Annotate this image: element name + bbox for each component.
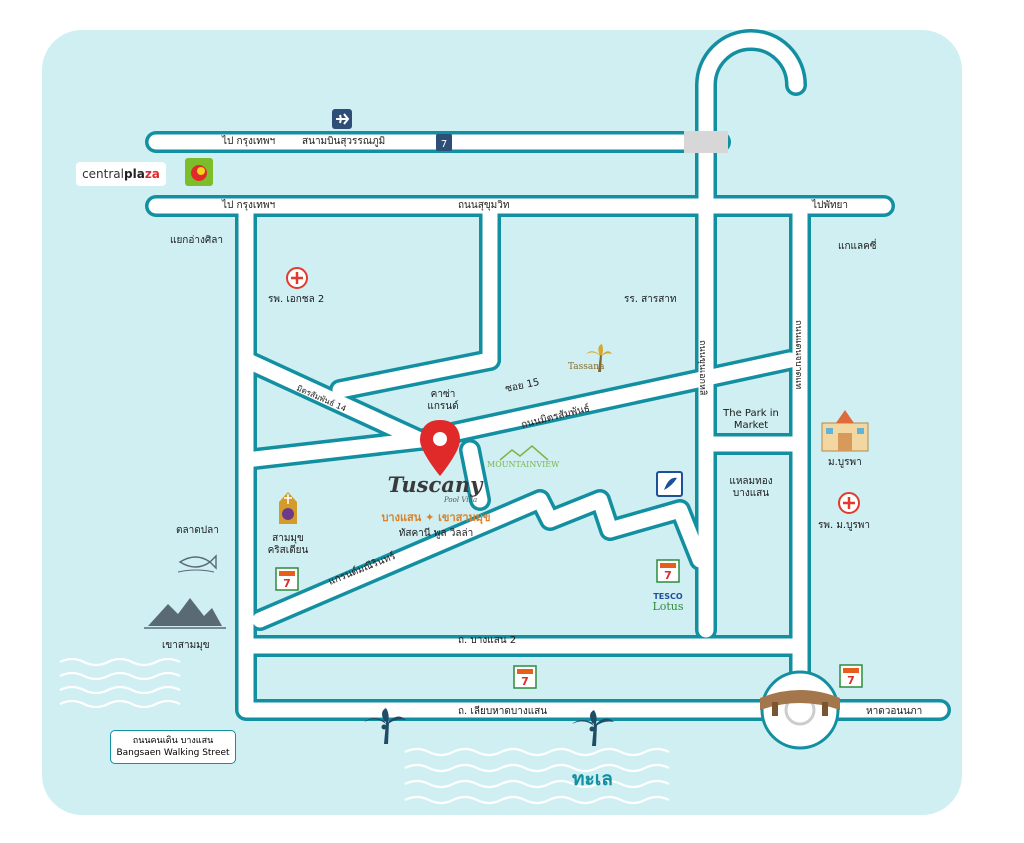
project-line1: บางแสน ✦ เขาสามมุข bbox=[381, 511, 491, 524]
svg-text:7: 7 bbox=[664, 569, 672, 582]
place-school-sarasas: รร. สารสาท bbox=[624, 294, 677, 305]
place-laemthong: แหลมทอง บางแสน bbox=[716, 476, 786, 500]
project-title: Tuscany bbox=[387, 472, 483, 497]
seven-eleven-icon: 7 bbox=[656, 559, 680, 583]
road-label-vertical-1: ถนนขุนเอกหสิ bbox=[697, 340, 708, 396]
seven-eleven-icon: 7 bbox=[275, 567, 299, 591]
central-plaza-text-3: za bbox=[144, 167, 160, 181]
sea-label: ทะเล bbox=[572, 768, 613, 790]
park-market-line1: The Park in bbox=[723, 408, 779, 419]
svg-text:7: 7 bbox=[441, 139, 447, 150]
project-subtitle: Pool Villa bbox=[444, 496, 478, 504]
place-fish-market: ตลาดปลา bbox=[176, 525, 219, 536]
road-label-to-bangkok-mid: ไป กรุงเทพฯ bbox=[222, 200, 276, 211]
road-label-to-pattaya: ไปพัทยา bbox=[812, 200, 849, 211]
place-lotus: Lotus bbox=[652, 600, 684, 613]
mountain-icon bbox=[144, 598, 226, 629]
walking-street-box: ถนนคนเดิน บางแสน Bangsaen Walking Street bbox=[110, 730, 236, 765]
airplane-icon bbox=[332, 109, 352, 129]
sammuk-christian-line2: คริสเตียน bbox=[267, 545, 309, 556]
svg-text:7: 7 bbox=[847, 674, 855, 687]
place-angsila-intersection: แยกอ่างศิลา bbox=[170, 235, 223, 246]
svg-text:7: 7 bbox=[283, 577, 291, 590]
central-plaza-text-2: pla bbox=[124, 167, 145, 181]
bridge-icon bbox=[760, 690, 840, 716]
tassana-logo bbox=[586, 344, 612, 372]
place-galaxy: แกแลคซี่ bbox=[838, 241, 877, 252]
project-name: Tuscany bbox=[380, 472, 490, 497]
place-tassana: Tassana bbox=[568, 362, 605, 372]
road-label-wonnapa: หาดวอนนภา bbox=[866, 706, 923, 717]
casa-grande-line1: คาซ่า bbox=[430, 389, 456, 400]
place-burapha-hospital: รพ. ม.บูรพา bbox=[818, 520, 871, 531]
place-casa-grande: คาซ่า แกรนด์ bbox=[416, 389, 470, 413]
hospital-cross-icon bbox=[838, 492, 860, 514]
fish-icon bbox=[177, 554, 217, 573]
road-label-beach: ถ. เลียบหาดบางแสน bbox=[458, 706, 548, 717]
highway-7-badge: 7 bbox=[436, 134, 452, 151]
school-building-icon bbox=[821, 410, 869, 452]
project-line2: ทัสคานี พูล วิลล่า bbox=[398, 528, 474, 539]
place-park-market: The Park in Market bbox=[716, 408, 786, 432]
store-logo bbox=[185, 158, 213, 186]
road-label-vertical-2: ถนนแตนจบาดแท bbox=[793, 320, 803, 389]
location-pin-icon bbox=[420, 420, 460, 476]
seven-eleven-icon: 7 bbox=[513, 665, 537, 689]
walking-street-en: Bangsaen Walking Street bbox=[116, 748, 230, 759]
mountainview-logo bbox=[499, 445, 549, 461]
seven-eleven-icon: 7 bbox=[839, 664, 863, 688]
place-tesco: TESCO bbox=[653, 592, 683, 601]
hospital-cross-icon bbox=[286, 267, 308, 289]
place-sammuk-christian: สามมุข คริสเตียน bbox=[262, 533, 314, 557]
park-market-line2: Market bbox=[733, 420, 769, 431]
road-label-sukhumvit: ถนนสุขุมวิท bbox=[458, 200, 510, 211]
road-label-bangsaen2: ถ. บางแสน 2 bbox=[458, 635, 517, 646]
place-burapha-uni: ม.บูรพา bbox=[828, 457, 862, 468]
palm-tree-icon bbox=[364, 708, 406, 744]
road-label-airport: สนามบินสุวรรณภูมิ bbox=[302, 136, 386, 147]
roundabout bbox=[760, 670, 840, 750]
central-plaza-text-1: central bbox=[82, 167, 124, 181]
svg-text:7: 7 bbox=[521, 675, 529, 688]
sea-waves bbox=[59, 657, 670, 805]
laemthong-line2: บางแสน bbox=[732, 488, 770, 499]
laemthong-line1: แหลมทอง bbox=[729, 476, 773, 487]
casa-grande-line2: แกรนด์ bbox=[427, 401, 459, 412]
walking-street-th: ถนนคนเดิน บางแสน bbox=[132, 736, 214, 746]
place-mountainview: MOUNTAINVIEW bbox=[487, 460, 560, 469]
palm-tree-icon bbox=[572, 710, 614, 746]
bank-logo-icon bbox=[656, 471, 683, 497]
place-khao-sammuk: เขาสามมุข bbox=[162, 640, 210, 651]
sammuk-christian-line1: สามมุข bbox=[272, 533, 304, 544]
place-hospital-aikchon: รพ. เอกชล 2 bbox=[268, 294, 325, 305]
road-label-to-bangkok-top: ไป กรุงเทพฯ bbox=[222, 136, 276, 147]
church-emblem-icon bbox=[279, 492, 297, 524]
